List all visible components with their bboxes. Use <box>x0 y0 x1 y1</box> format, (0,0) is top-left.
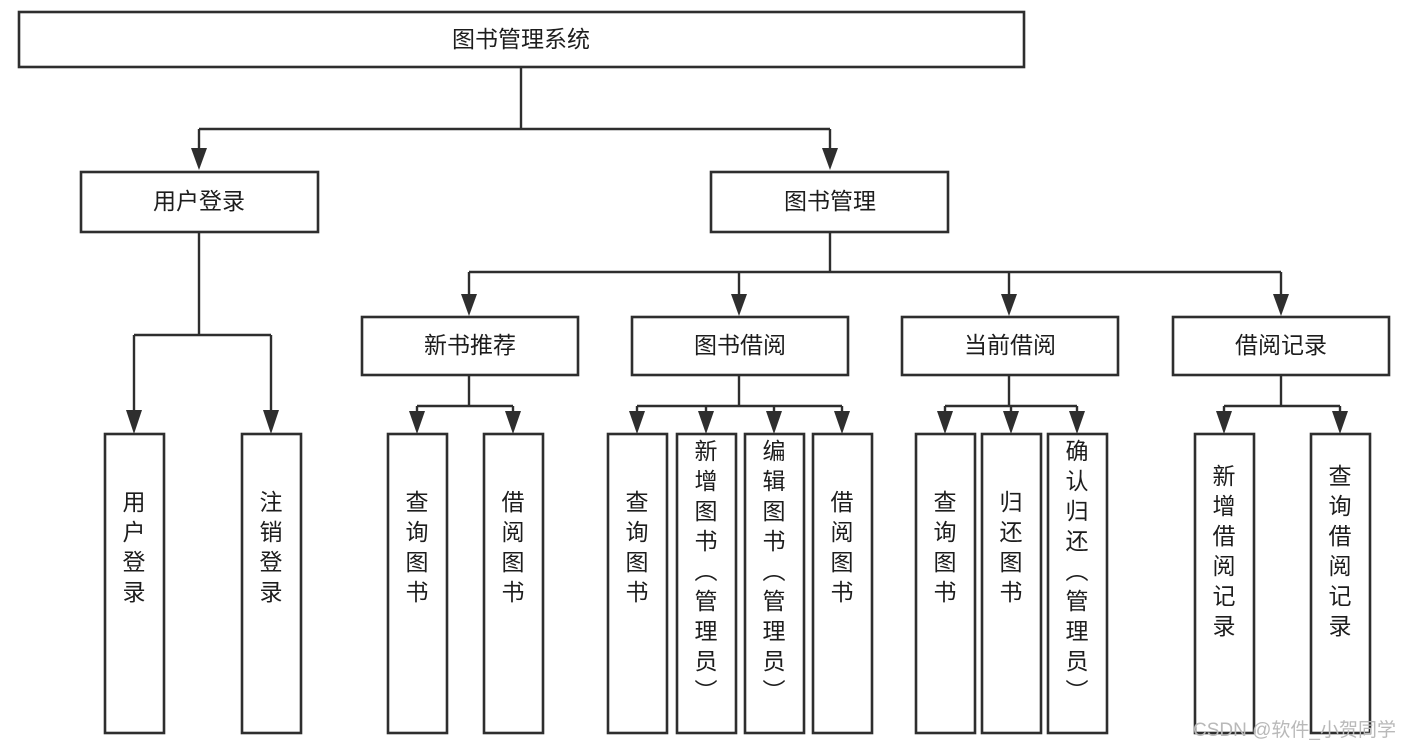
node-borrow-record-box[interactable] <box>1171 315 1391 377</box>
node-borrow-record-label: 借阅记录 <box>1235 332 1327 358</box>
leaf-query-book-3-label: 查询图书 <box>934 489 957 605</box>
leaf-user-login[interactable]: 用户登录 <box>103 432 166 735</box>
connector-group-current-borrow <box>937 375 1085 434</box>
node-user-login[interactable]: 用户登录 <box>79 170 320 234</box>
leaf-query-book-3[interactable]: 查询图书 <box>914 432 977 735</box>
leaf-logout-label: 注销登录 <box>260 489 283 605</box>
node-new-book-recommend-box[interactable] <box>360 315 580 377</box>
connector-group-root <box>191 67 838 170</box>
arrow-head-book-management <box>822 148 838 170</box>
connector-group-book-borrow <box>629 375 850 434</box>
arrow-head-borrow-record <box>1273 294 1289 316</box>
arrow-head-leaf-user-login <box>126 410 142 434</box>
arrow-head-leaf-edit-book <box>766 411 782 434</box>
leaf-query-book-2[interactable]: 查询图书 <box>606 432 669 735</box>
leaf-edit-book-box[interactable] <box>743 432 806 735</box>
leaf-confirm-return[interactable]: 确认归还︵管理员︶ <box>1046 432 1109 735</box>
leaf-borrow-book-1-label: 借阅图书 <box>502 489 525 605</box>
leaf-return-book-label: 归还图书 <box>1000 489 1023 605</box>
node-current-borrow-label: 当前借阅 <box>964 332 1056 358</box>
node-book-management-label: 图书管理 <box>784 188 876 214</box>
node-root-label: 图书管理系统 <box>452 26 590 52</box>
leaf-query-book-1[interactable]: 查询图书 <box>386 432 449 735</box>
node-book-management-box[interactable] <box>709 170 950 234</box>
leaf-borrow-book-2[interactable]: 借阅图书 <box>811 432 874 735</box>
leaf-borrow-book-1-box[interactable] <box>482 432 545 735</box>
leaf-edit-book[interactable]: 编辑图书︵管理员︶ <box>743 432 806 735</box>
leaf-confirm-return-label: 确认归还︵管理员︶ <box>1066 438 1089 704</box>
arrow-head-leaf-confirm-return <box>1069 411 1085 434</box>
node-current-borrow-box[interactable] <box>900 315 1120 377</box>
leaf-borrow-book-1[interactable]: 借阅图书 <box>482 432 545 735</box>
node-root[interactable]: 图书管理系统 <box>17 10 1026 69</box>
leaf-query-book-1-box[interactable] <box>386 432 449 735</box>
leaf-add-book[interactable]: 新增图书︵管理员︶ <box>675 432 738 735</box>
node-borrow-record[interactable]: 借阅记录 <box>1171 315 1391 377</box>
leaf-borrow-book-2-label: 借阅图书 <box>831 489 854 605</box>
leaf-query-record-box[interactable] <box>1309 432 1372 735</box>
arrow-head-user-login <box>191 148 207 170</box>
leaf-add-record-box[interactable] <box>1193 432 1256 735</box>
node-book-borrow-label: 图书借阅 <box>694 332 786 358</box>
arrow-head-leaf-add-book <box>698 411 714 434</box>
leaf-query-book-3-box[interactable] <box>914 432 977 735</box>
arrow-head-new-book-recommend <box>461 294 477 316</box>
node-book-borrow[interactable]: 图书借阅 <box>630 315 850 377</box>
leaf-add-book-box[interactable] <box>675 432 738 735</box>
leaf-return-book-box[interactable] <box>980 432 1043 735</box>
connector-group-new-book-recommend <box>409 375 521 434</box>
leaf-add-book-label: 新增图书︵管理员︶ <box>695 438 718 704</box>
leaf-edit-book-label: 编辑图书︵管理员︶ <box>763 438 786 704</box>
arrow-head-leaf-borrow-book-2 <box>834 411 850 434</box>
leaf-borrow-book-2-box[interactable] <box>811 432 874 735</box>
leaf-query-record[interactable]: 查询借阅记录 <box>1309 432 1372 735</box>
leaf-query-record-label: 查询借阅记录 <box>1329 463 1352 639</box>
leaf-add-record[interactable]: 新增借阅记录 <box>1193 432 1256 735</box>
arrow-head-book-borrow <box>731 294 747 316</box>
leaf-query-book-1-label: 查询图书 <box>406 489 429 605</box>
leaf-query-book-2-label: 查询图书 <box>626 489 649 605</box>
arrow-head-leaf-return-book <box>1003 411 1019 434</box>
node-current-borrow[interactable]: 当前借阅 <box>900 315 1120 377</box>
leaf-user-login-label: 用户登录 <box>123 489 146 605</box>
leaf-add-record-label: 新增借阅记录 <box>1213 463 1236 639</box>
arrow-head-leaf-add-record <box>1216 411 1232 434</box>
arrow-head-current-borrow <box>1001 294 1017 316</box>
node-user-login-label: 用户登录 <box>153 188 245 214</box>
leaf-logout-box[interactable] <box>240 432 303 735</box>
connector-group-book-management <box>461 232 1289 316</box>
arrow-head-leaf-query-book-2 <box>629 411 645 434</box>
arrow-head-leaf-query-book-3 <box>937 411 953 434</box>
connector-group-borrow-record <box>1216 375 1348 434</box>
node-book-borrow-box[interactable] <box>630 315 850 377</box>
node-new-book-recommend[interactable]: 新书推荐 <box>360 315 580 377</box>
arrow-head-leaf-borrow-book-1 <box>505 411 521 434</box>
node-user-login-box[interactable] <box>79 170 320 234</box>
node-root-box[interactable] <box>17 10 1026 69</box>
watermark-label: CSDN @软件_小贺同学 <box>1193 719 1396 741</box>
leaf-return-book[interactable]: 归还图书 <box>980 432 1043 735</box>
node-new-book-recommend-label: 新书推荐 <box>424 332 516 358</box>
arrow-head-leaf-query-record <box>1332 411 1348 434</box>
leaf-confirm-return-box[interactable] <box>1046 432 1109 735</box>
arrow-head-leaf-logout <box>263 410 279 434</box>
arrow-head-leaf-query-book-1 <box>409 411 425 434</box>
connector-group-user-login <box>126 232 279 434</box>
leaf-logout[interactable]: 注销登录 <box>240 432 303 735</box>
leaf-query-book-2-box[interactable] <box>606 432 669 735</box>
node-book-management[interactable]: 图书管理 <box>709 170 950 234</box>
leaf-user-login-box[interactable] <box>103 432 166 735</box>
